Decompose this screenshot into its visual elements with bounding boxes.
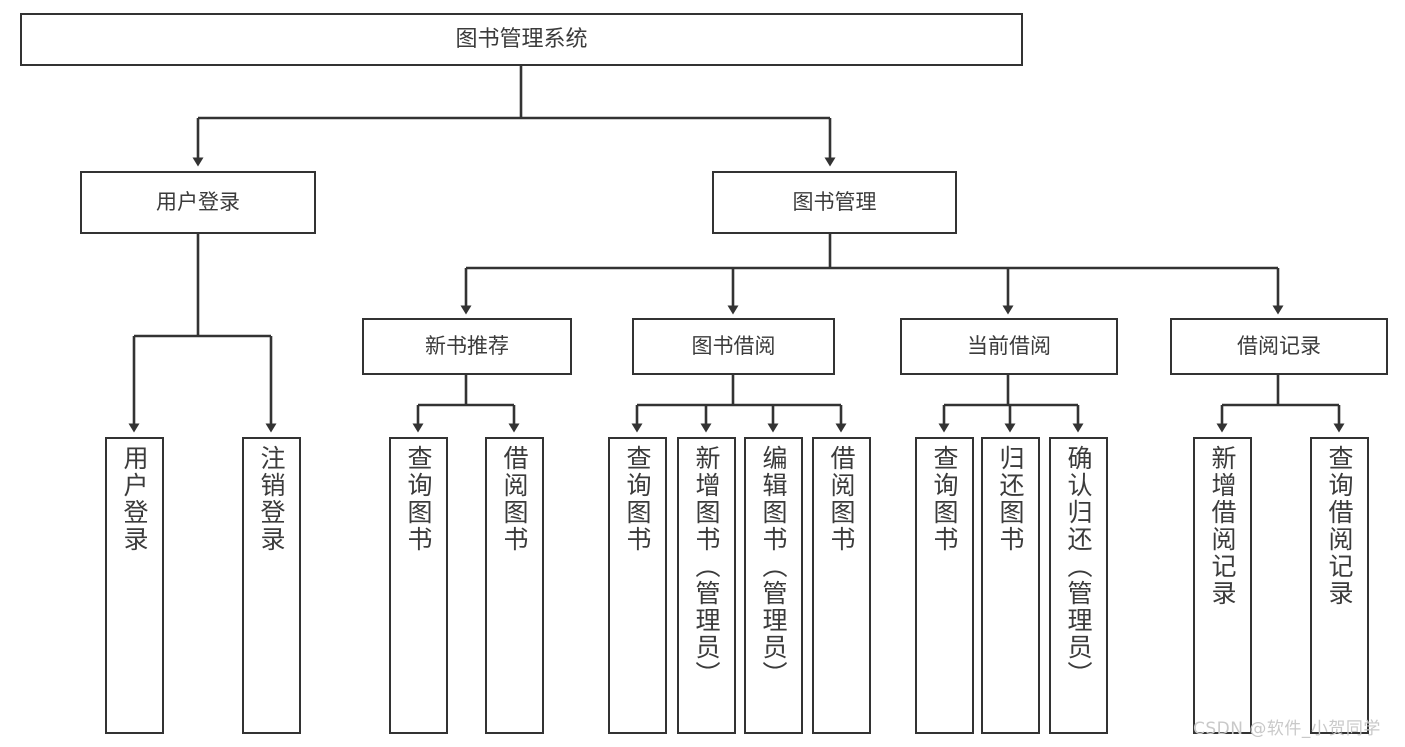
leaf-book-borrow-edit-label: 编辑图书（管理员）: [759, 445, 788, 688]
leaf-borrow-record-query[interactable]: 查询借阅记录: [1310, 437, 1369, 734]
leaf-book-borrow-query-label: 查询图书: [623, 445, 652, 553]
leaf-user-login-logout[interactable]: 注销登录: [242, 437, 301, 734]
node-new-book-recommend[interactable]: 新书推荐: [362, 318, 572, 375]
leaf-book-borrow-query[interactable]: 查询图书: [608, 437, 667, 734]
leaf-current-borrow-return[interactable]: 归还图书: [981, 437, 1040, 734]
leaf-borrow-record-add[interactable]: 新增借阅记录: [1193, 437, 1252, 734]
node-user-login[interactable]: 用户登录: [80, 171, 316, 234]
leaf-user-login-login[interactable]: 用户登录: [105, 437, 164, 734]
leaf-book-borrow-edit[interactable]: 编辑图书（管理员）: [744, 437, 803, 734]
leaf-book-borrow-add[interactable]: 新增图书（管理员）: [677, 437, 736, 734]
leaf-current-borrow-confirm-label: 确认归还（管理员）: [1064, 445, 1093, 688]
node-borrow-record[interactable]: 借阅记录: [1170, 318, 1388, 375]
leaf-user-login-login-label: 用户登录: [120, 445, 149, 553]
node-book-manage[interactable]: 图书管理: [712, 171, 957, 234]
leaf-current-borrow-return-label: 归还图书: [996, 445, 1025, 553]
node-book-borrow[interactable]: 图书借阅: [632, 318, 835, 375]
node-current-borrow[interactable]: 当前借阅: [900, 318, 1118, 375]
leaf-current-borrow-confirm[interactable]: 确认归还（管理员）: [1049, 437, 1108, 734]
leaf-new-book-query[interactable]: 查询图书: [389, 437, 448, 734]
leaf-new-book-borrow-label: 借阅图书: [500, 445, 529, 553]
node-new-book-recommend-label: 新书推荐: [425, 334, 509, 359]
leaf-new-book-borrow[interactable]: 借阅图书: [485, 437, 544, 734]
node-book-manage-label: 图书管理: [792, 190, 877, 215]
node-borrow-record-label: 借阅记录: [1237, 334, 1321, 359]
leaf-book-borrow-borrow[interactable]: 借阅图书: [812, 437, 871, 734]
node-current-borrow-label: 当前借阅: [967, 334, 1051, 359]
leaf-current-borrow-query-label: 查询图书: [930, 445, 959, 553]
leaf-new-book-query-label: 查询图书: [404, 445, 433, 553]
node-root-label: 图书管理系统: [455, 26, 588, 52]
leaf-borrow-record-add-label: 新增借阅记录: [1208, 445, 1237, 607]
node-user-login-label: 用户登录: [156, 190, 240, 215]
leaf-book-borrow-borrow-label: 借阅图书: [827, 445, 856, 553]
node-book-borrow-label: 图书借阅: [691, 334, 776, 359]
leaf-user-login-logout-label: 注销登录: [257, 445, 286, 553]
node-root[interactable]: 图书管理系统: [20, 13, 1023, 66]
leaf-book-borrow-add-label: 新增图书（管理员）: [692, 445, 721, 688]
leaf-borrow-record-query-label: 查询借阅记录: [1325, 445, 1354, 607]
leaf-current-borrow-query[interactable]: 查询图书: [915, 437, 974, 734]
